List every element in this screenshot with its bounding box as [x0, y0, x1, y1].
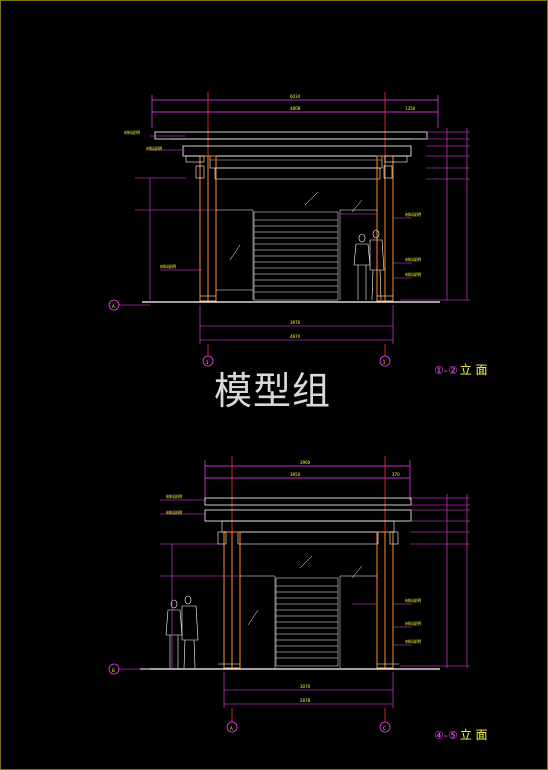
svg-text:材料说明: 材料说明	[405, 638, 421, 644]
bottom-dim-1: 3970	[290, 320, 301, 325]
grid-bubble-c	[379, 721, 391, 733]
right-dimension-lines	[149, 128, 470, 301]
slat-panel-b	[275, 577, 339, 667]
slat-panel	[253, 211, 339, 301]
svg-text:材料说明: 材料说明	[166, 509, 182, 515]
svg-text:A: A	[230, 726, 233, 731]
elevation-bottom: 3960 3950 370	[108, 456, 470, 733]
svg-text:材料说明: 材料说明	[405, 620, 421, 626]
svg-text:1: 1	[206, 360, 209, 365]
svg-text:2: 2	[383, 360, 386, 365]
watermark-text: 模型组	[214, 369, 332, 413]
svg-text:材料说明: 材料说明	[405, 211, 421, 217]
svg-text:材料说明: 材料说明	[160, 263, 176, 269]
columns-b	[223, 531, 394, 669]
roof-beam-b	[204, 497, 412, 506]
svg-text:材料说明: 材料说明	[166, 493, 182, 499]
svg-text:3960: 3960	[300, 460, 311, 465]
roof-beam	[154, 131, 428, 140]
dim-a: 4808	[290, 106, 301, 111]
secondary-beam	[182, 145, 412, 157]
grid-bubble-2	[379, 355, 391, 367]
annotation-labels-b: 材料说明 材料说明 材料说明 材料说明 材料说明	[166, 493, 421, 644]
svg-text:C: C	[383, 726, 386, 731]
annotation-labels: 材料说明 材料说明 材料说明 材料说明 材料说明 材料说明	[124, 129, 421, 277]
elevation-title-bottom-prefix: ④-⑤	[434, 729, 458, 742]
svg-text:3070: 3070	[300, 684, 311, 689]
elevation-title-bottom-main: 立 面	[459, 728, 488, 742]
svg-text:2878: 2878	[300, 698, 311, 703]
elevation-top: 6034 4808 1350	[108, 92, 470, 367]
people-figures	[353, 229, 385, 301]
top-dimension-lines	[151, 95, 439, 128]
columns	[199, 155, 394, 302]
svg-text:材料说明: 材料说明	[405, 256, 421, 262]
dim-overall: 6034	[290, 94, 301, 99]
svg-text:B: B	[112, 668, 115, 673]
svg-text:A: A	[112, 304, 115, 309]
grid-bubble-1	[202, 355, 214, 367]
svg-text:材料说明: 材料说明	[146, 145, 162, 151]
svg-text:材料说明: 材料说明	[405, 597, 421, 603]
svg-text:370: 370	[392, 472, 400, 477]
grid-bubble-a	[226, 721, 238, 733]
people-figures-b	[165, 595, 199, 669]
svg-text:材料说明: 材料说明	[405, 271, 421, 277]
svg-text:3950: 3950	[290, 472, 301, 477]
elevation-title-top-prefix: ①-②	[434, 364, 458, 377]
bottom-dim-2: 4870	[290, 334, 301, 339]
elevation-title-top-main: 立 面	[459, 363, 488, 377]
svg-text:材料说明: 材料说明	[124, 129, 140, 135]
dim-b: 1350	[405, 106, 416, 111]
